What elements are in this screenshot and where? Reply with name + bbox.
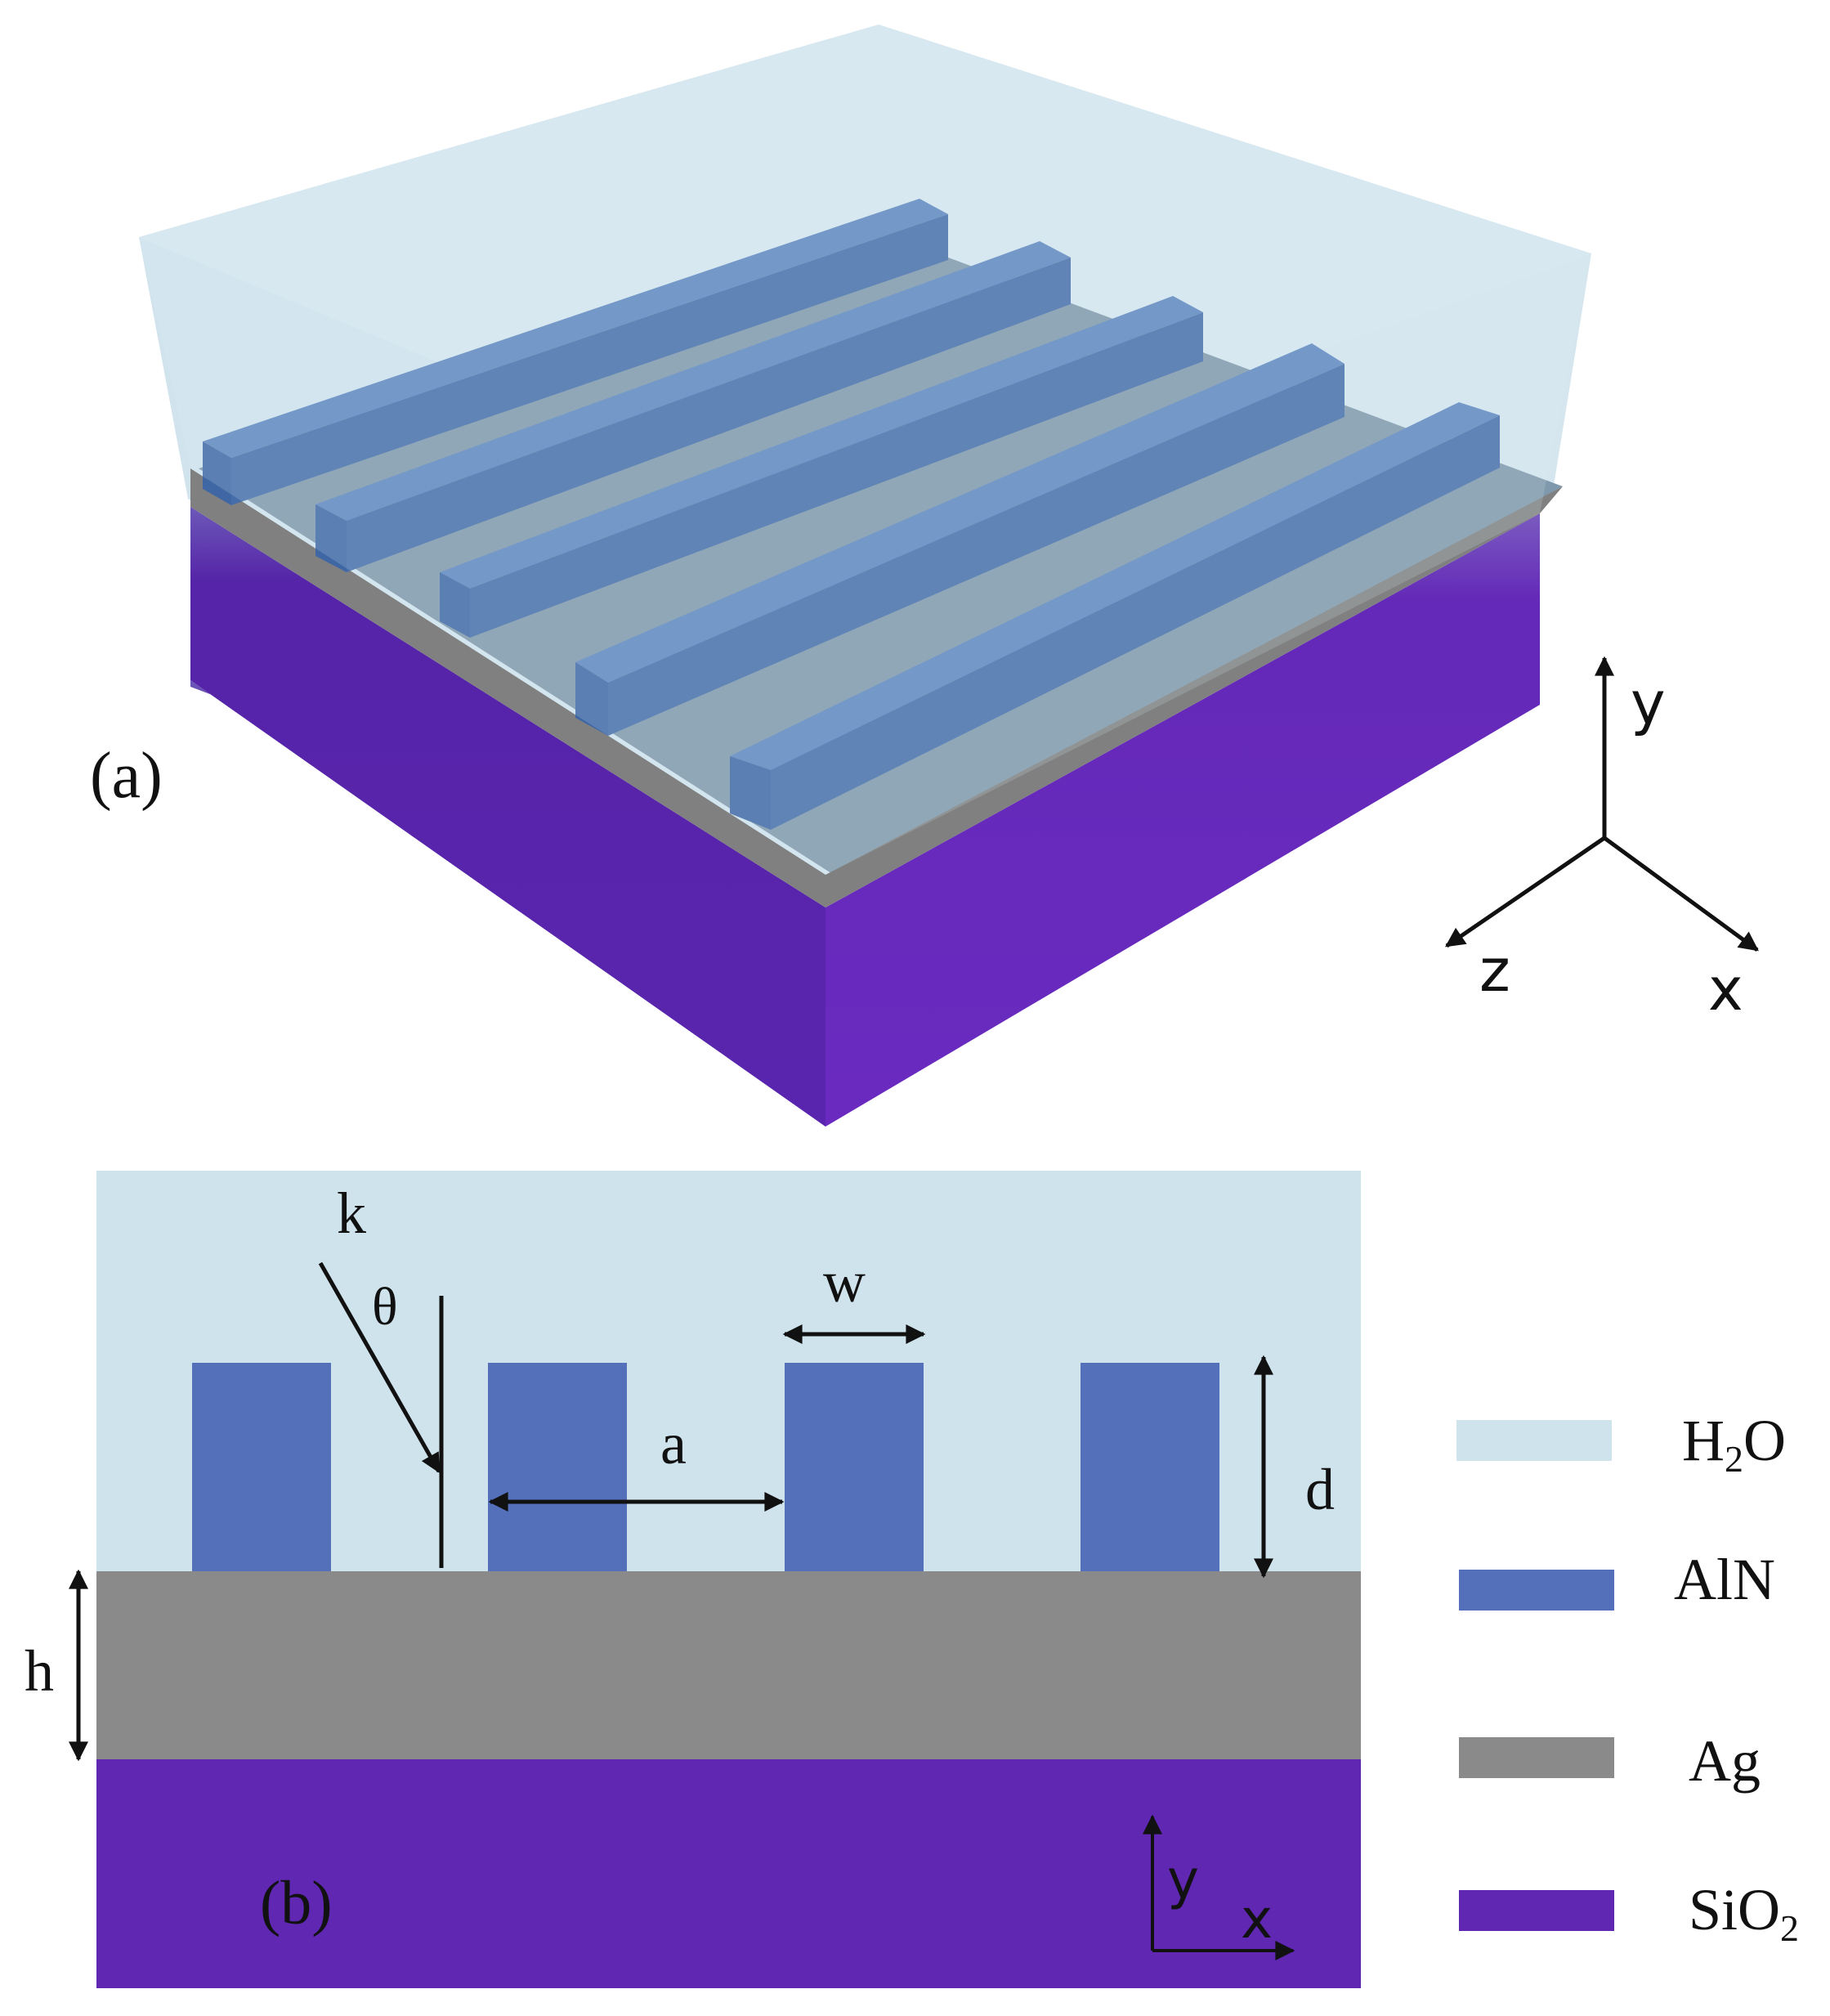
w-label: w	[823, 1249, 866, 1315]
aln-rib	[440, 296, 1203, 638]
aln-rib	[730, 402, 1500, 830]
legend-label-ag: Ag	[1689, 1728, 1761, 1794]
axes-2d: y x	[1143, 1814, 1295, 1960]
d-label: d	[1305, 1457, 1335, 1522]
sio2-left-face	[190, 507, 826, 1127]
panel-b-cross-section: k θ w a d h (b) y x	[25, 1171, 1361, 1988]
theta-label: θ	[372, 1277, 398, 1337]
sio2-substrate	[96, 1759, 1361, 1988]
panel-b-label: (b)	[260, 1869, 333, 1938]
legend-swatch-aln	[1459, 1570, 1614, 1611]
aln-pillar	[488, 1363, 627, 1571]
ag-layer	[96, 1571, 1361, 1759]
k-vector-arrow	[318, 1261, 441, 1474]
a-label: a	[660, 1411, 687, 1476]
legend-label-aln: AlN	[1674, 1547, 1775, 1612]
aln-rib	[203, 199, 948, 505]
legend-swatch-ag	[1459, 1737, 1614, 1778]
axes-3d: y z x	[1445, 656, 1759, 1024]
aln-pillar	[785, 1363, 924, 1571]
ag-right-edge	[826, 486, 1563, 907]
legend-label-sio2: SiO2	[1689, 1877, 1799, 1949]
h-label: h	[25, 1638, 54, 1704]
legend-swatch-water	[1456, 1420, 1612, 1461]
legend: H2O AlN Ag SiO2	[1456, 1408, 1799, 1949]
panel-a-3d-view: (a) y z x	[90, 25, 1759, 1127]
axis-y-label-2d: y	[1167, 1848, 1199, 1911]
axis-x-label-2d: x	[1241, 1888, 1273, 1951]
axis-y-label: y	[1631, 669, 1666, 737]
aln-ribs	[203, 199, 1500, 830]
axis-z-label: z	[1479, 936, 1510, 1005]
aln-pillar	[192, 1363, 331, 1571]
aln-rib	[575, 343, 1345, 736]
k-label: k	[337, 1180, 366, 1246]
axis-x-label: x	[1708, 955, 1743, 1024]
sio2-right-face	[826, 513, 1540, 1127]
aln-rib	[315, 241, 1071, 572]
panel-a-label: (a)	[90, 740, 163, 812]
legend-label-water: H2O	[1682, 1408, 1786, 1480]
water-veil	[139, 25, 1591, 875]
legend-swatch-sio2	[1459, 1890, 1614, 1931]
aln-pillar	[1081, 1363, 1219, 1571]
ag-left-edge	[190, 468, 826, 907]
